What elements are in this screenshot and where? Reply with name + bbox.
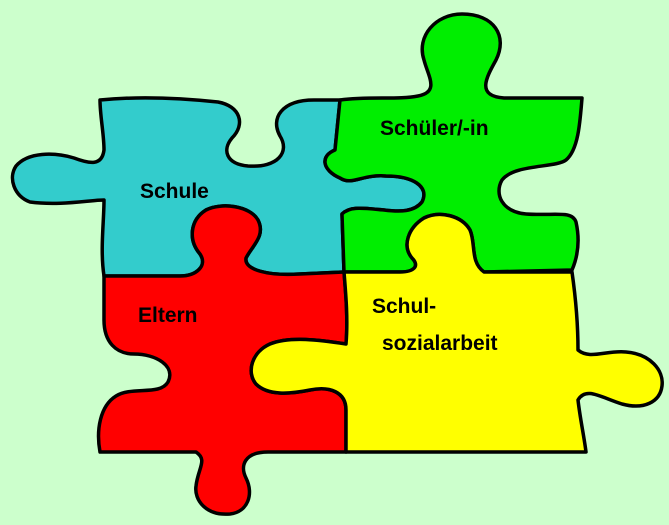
label-eltern: Eltern (138, 304, 198, 327)
label-schulsozialarbeit-line2: sozialarbeit (382, 332, 498, 355)
puzzle-piece-schulsozialarbeit (249, 212, 664, 454)
puzzle-piece-schueler (323, 12, 584, 274)
label-schueler: Schüler/-in (380, 117, 489, 140)
label-schulsozialarbeit-line1: Schul- (372, 295, 436, 318)
label-schule: Schule (140, 180, 209, 203)
